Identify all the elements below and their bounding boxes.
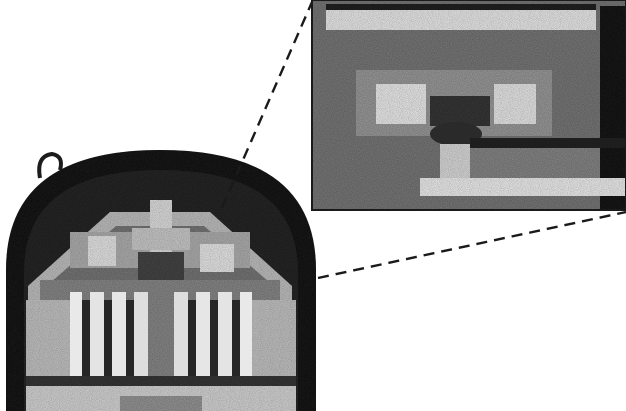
inset-right-wall <box>600 6 626 210</box>
scroll-vane <box>232 300 240 392</box>
inset-lower-shelf <box>420 178 626 196</box>
inset-valve-dark <box>430 96 490 126</box>
scroll-vane <box>174 292 188 392</box>
shaft-collar <box>132 228 190 250</box>
scroll-vane-set <box>70 292 252 392</box>
scroll-vane <box>90 292 104 392</box>
inset-right-shelf <box>470 138 626 148</box>
inset-border <box>311 0 626 211</box>
right-frame-bulk <box>250 300 296 380</box>
lifting-lug <box>37 151 63 179</box>
detail-inset <box>311 0 626 211</box>
inset-poppet <box>430 122 482 146</box>
upper-left-block <box>88 236 116 266</box>
inset-valve-light-right <box>494 84 536 124</box>
scroll-vane <box>82 300 90 392</box>
upper-right-block <box>200 244 234 272</box>
scroll-vane <box>188 300 196 392</box>
bearing-seat <box>120 396 202 411</box>
scroll-vane <box>70 292 82 392</box>
scroll-vane <box>210 300 218 392</box>
scroll-vane <box>196 292 210 392</box>
compressor-housing <box>6 150 316 411</box>
leader-line-lower <box>317 210 626 280</box>
lower-dark-band <box>26 376 296 386</box>
inset-valve-light-left <box>376 84 426 124</box>
left-frame-bulk <box>26 300 70 380</box>
inset-right-shelf-light <box>470 148 600 178</box>
scroll-vane <box>218 292 232 392</box>
scroll-vane <box>134 292 148 392</box>
scroll-vane <box>112 292 126 392</box>
scroll-vane <box>126 300 134 392</box>
scroll-vane <box>104 300 112 392</box>
inset-stem <box>440 144 472 184</box>
inset-top-shadow <box>326 4 596 10</box>
scroll-vane <box>240 292 252 392</box>
leader-line-upper <box>220 1 314 209</box>
dashed-leader-lines <box>220 1 626 280</box>
